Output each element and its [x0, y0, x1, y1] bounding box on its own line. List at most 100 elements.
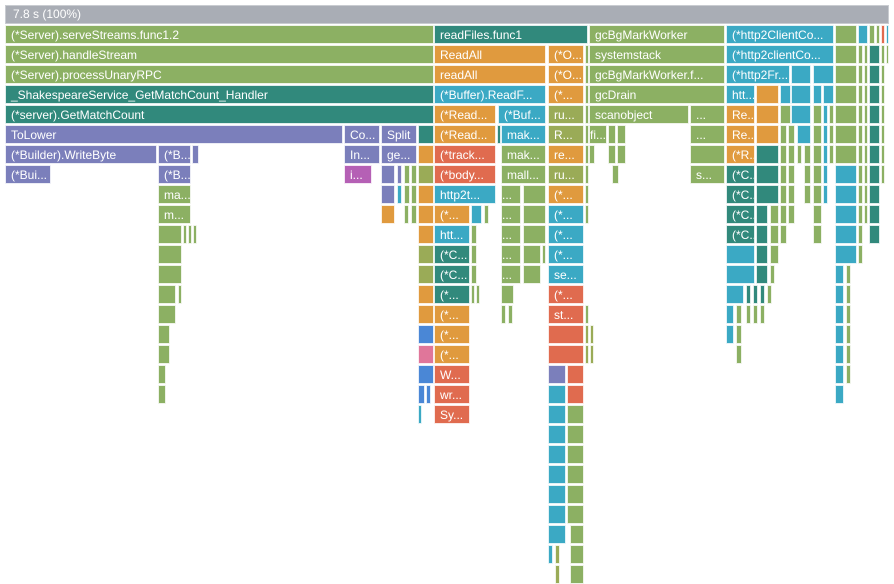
- frame-block[interactable]: [881, 165, 885, 184]
- frame-block[interactable]: [542, 245, 546, 264]
- frame-block[interactable]: [835, 105, 857, 124]
- frame-block[interactable]: [770, 265, 775, 284]
- frame-i[interactable]: i...: [344, 165, 372, 184]
- frame-block[interactable]: [788, 185, 795, 204]
- frame-block[interactable]: [858, 125, 863, 144]
- frame-block[interactable]: [869, 45, 880, 64]
- frame-block[interactable]: [567, 505, 584, 524]
- frame-block[interactable]: [567, 425, 584, 444]
- frame-readall[interactable]: readAll: [434, 65, 546, 84]
- frame-[interactable]: (*...: [434, 205, 470, 224]
- frame-track[interactable]: (*track...: [434, 145, 496, 164]
- frame-block[interactable]: [617, 145, 626, 164]
- frame-block[interactable]: [590, 345, 594, 364]
- frame-block[interactable]: [869, 225, 880, 244]
- frame-block[interactable]: [497, 125, 501, 144]
- frame-c[interactable]: (*C...: [726, 205, 755, 224]
- frame-block[interactable]: [813, 165, 822, 184]
- frame-block[interactable]: [869, 85, 880, 104]
- frame-block[interactable]: [780, 205, 787, 224]
- frame-block[interactable]: [858, 105, 863, 124]
- frame-block[interactable]: [791, 85, 811, 104]
- frame-block[interactable]: [770, 245, 779, 264]
- frame-buffer-readf[interactable]: (*Buffer).ReadF...: [434, 85, 546, 104]
- frame-block[interactable]: [548, 385, 566, 404]
- frame-block[interactable]: [404, 205, 409, 224]
- frame-ru[interactable]: ru...: [548, 105, 584, 124]
- frame-[interactable]: ...: [690, 105, 725, 124]
- frame-[interactable]: (*...: [548, 225, 584, 244]
- frame-block[interactable]: [858, 245, 863, 264]
- frame-block[interactable]: [418, 245, 434, 264]
- frame-[interactable]: (*...: [434, 305, 470, 324]
- frame-block[interactable]: [484, 205, 489, 224]
- frame-block[interactable]: [756, 85, 779, 104]
- frame-tolower[interactable]: ToLower: [5, 125, 343, 144]
- frame-http2t[interactable]: http2t...: [434, 185, 496, 204]
- frame-block[interactable]: [813, 85, 822, 104]
- frame-block[interactable]: [835, 185, 857, 204]
- frame-c[interactable]: (*C...: [434, 245, 470, 264]
- frame-block[interactable]: [881, 65, 885, 84]
- frame-block[interactable]: [846, 325, 851, 344]
- frame-block[interactable]: [555, 545, 560, 564]
- frame-block[interactable]: [823, 145, 828, 164]
- frame-buf[interactable]: (*Buf...: [498, 105, 546, 124]
- frame-block[interactable]: [791, 65, 811, 84]
- frame-block[interactable]: [846, 365, 851, 384]
- frame-block[interactable]: [690, 145, 725, 164]
- frame-ge[interactable]: ge...: [381, 145, 417, 164]
- frame-split[interactable]: Split: [381, 125, 417, 144]
- frame-[interactable]: ...: [501, 205, 521, 224]
- frame-block[interactable]: [471, 225, 477, 244]
- frame-block[interactable]: [881, 25, 885, 44]
- frame-htt[interactable]: htt...: [434, 225, 470, 244]
- frame-mall[interactable]: mall...: [501, 165, 546, 184]
- frame-block[interactable]: [835, 265, 844, 284]
- frame-block[interactable]: [881, 85, 885, 104]
- frame-block[interactable]: [158, 325, 170, 344]
- frame-c[interactable]: (*C...: [726, 185, 755, 204]
- frame-block[interactable]: [381, 165, 395, 184]
- frame-wr[interactable]: wr...: [434, 385, 470, 404]
- frame-block[interactable]: [858, 205, 863, 224]
- frame-re[interactable]: re...: [548, 145, 584, 164]
- frame-block[interactable]: [823, 85, 834, 104]
- frame-block[interactable]: [835, 305, 844, 324]
- frame-block[interactable]: [418, 205, 434, 224]
- frame-block[interactable]: [835, 85, 857, 104]
- frame-block[interactable]: [548, 465, 566, 484]
- frame-block[interactable]: [501, 305, 506, 324]
- frame-block[interactable]: [418, 285, 434, 304]
- frame-block[interactable]: [411, 205, 417, 224]
- frame-block[interactable]: [192, 145, 199, 164]
- frame-block[interactable]: [548, 485, 566, 504]
- frame-block[interactable]: [585, 345, 589, 364]
- frame-block[interactable]: [869, 25, 875, 44]
- frame-block[interactable]: [881, 145, 885, 164]
- frame-block[interactable]: [864, 45, 868, 64]
- frame-block[interactable]: [835, 245, 857, 264]
- frame-block[interactable]: [726, 305, 734, 324]
- frame-block[interactable]: [835, 225, 857, 244]
- frame-gcdrain[interactable]: gcDrain: [589, 85, 725, 104]
- frame-block[interactable]: [381, 205, 395, 224]
- frame-block[interactable]: [804, 185, 811, 204]
- frame-block[interactable]: [881, 105, 885, 124]
- frame-block[interactable]: [548, 425, 566, 444]
- frame-block[interactable]: [813, 125, 822, 144]
- frame-block[interactable]: [567, 485, 584, 504]
- frame-block[interactable]: [570, 545, 584, 564]
- frame-read[interactable]: (*Read...: [434, 125, 496, 144]
- frame-block[interactable]: [835, 145, 857, 164]
- frame-block[interactable]: [869, 65, 880, 84]
- frame-block[interactable]: [756, 205, 768, 224]
- frame-block[interactable]: [869, 185, 880, 204]
- frame-block[interactable]: [858, 165, 863, 184]
- frame-block[interactable]: [158, 225, 182, 244]
- frame-http2clientco[interactable]: (*http2ClientCo...: [726, 25, 834, 44]
- frame-block[interactable]: [767, 285, 772, 304]
- frame-block[interactable]: [780, 145, 787, 164]
- frame-server-getmatchcount[interactable]: (*server).GetMatchCount: [5, 105, 434, 124]
- frame-block[interactable]: [835, 25, 857, 44]
